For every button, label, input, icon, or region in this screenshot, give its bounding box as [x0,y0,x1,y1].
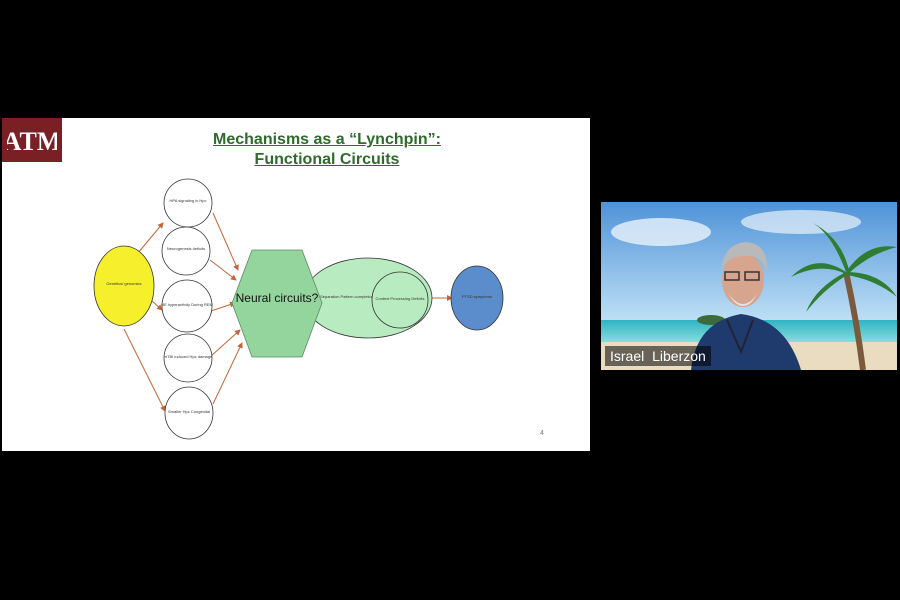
slide-title-line1: Mechanisms as a “Lynchpin”: [213,131,441,148]
participant-video-tile[interactable]: Israel Liberzon [601,202,897,370]
atm-logo-icon: ATM [7,127,57,156]
label-neurogenesis: Neurogenesis deficits [167,246,205,251]
slide-page-number: 4 [540,430,544,437]
slide-title: Mechanisms as a “Lynchpin”: Functional C… [162,130,492,170]
node-hpa [163,178,213,228]
node-ptsd [450,265,504,331]
label-smaller: Smaller Hpc Congenital [168,409,210,414]
label-mtbi: mTBI induced Hpc damage [164,354,213,359]
slide-title-line2: Functional Circuits [254,151,400,168]
label-neural: Neural circuits? [236,291,319,305]
label-context: Context Processing Deficits [376,296,425,301]
node-context [371,271,429,329]
participant-name-label: Israel Liberzon [605,346,711,366]
node-mtbi [163,333,213,383]
node-neural [231,249,323,358]
university-logo: ATM [2,118,62,162]
svg-text:ATM: ATM [7,127,57,156]
node-ne [161,279,213,333]
presentation-slide: Genetics/ genomics HPA signaling in Hpc … [2,118,590,451]
label-genetics: Genetics/ genomics [106,281,141,286]
participant-video-feed [601,202,897,370]
node-genetics [93,245,155,327]
node-neurogenesis [161,226,211,276]
label-pattern: Pattern Separation Pattern completion [306,294,374,299]
arrows-to-neural [209,212,243,405]
node-smaller [164,386,214,440]
label-ptsd: PTSD symptoms [462,294,492,299]
mechanisms-diagram: Genetics/ genomics HPA signaling in Hpc … [93,178,504,440]
label-ne: NE hyperactivity During REM [161,302,213,307]
label-hpa: HPA signaling in Hpc [169,198,206,203]
